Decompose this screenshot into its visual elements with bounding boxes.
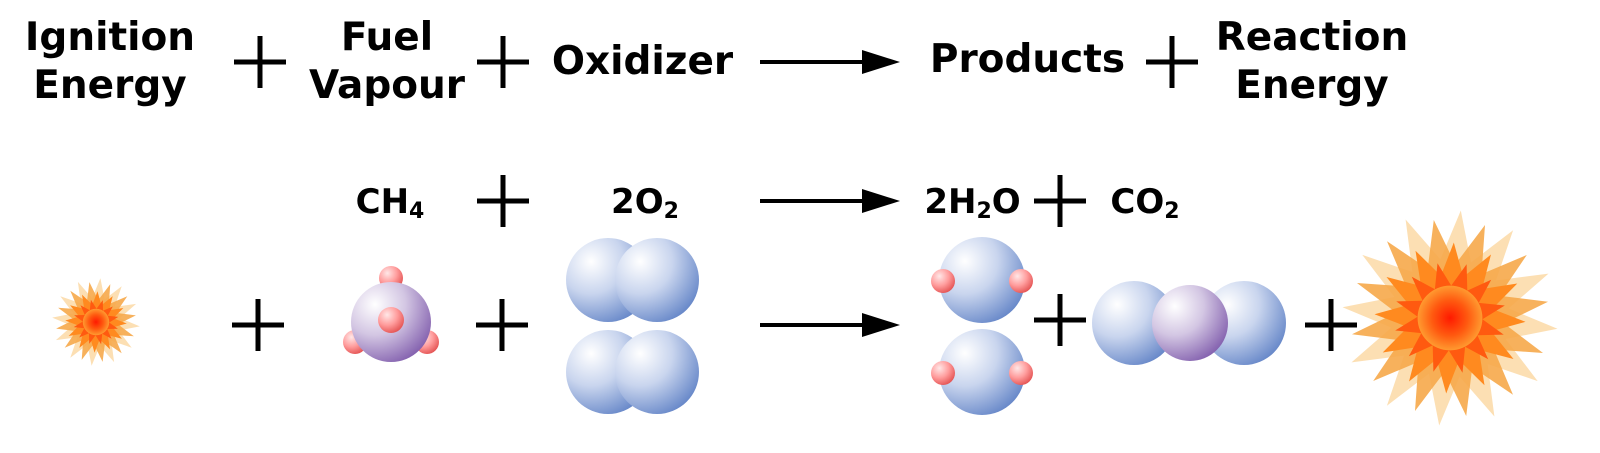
water-coefficient: 2 xyxy=(924,182,948,222)
ignition-energy-line2: Energy xyxy=(33,62,187,108)
carbon-dioxide-symbol: CO xyxy=(1110,182,1165,222)
water-symbol-o: O xyxy=(991,182,1021,222)
ignition-spark-icon xyxy=(52,278,140,366)
plus-sign-methane-oxygen-molecules xyxy=(476,299,528,351)
water-symbol-h: H xyxy=(947,182,977,222)
reaction-arrow-molecules xyxy=(760,313,900,337)
reaction-arrow-formulas xyxy=(760,189,900,213)
oxidizer-label: Oxidizer xyxy=(551,39,734,84)
fuel-vapour-line1: Fuel xyxy=(340,15,434,60)
water-molecule-top-icon xyxy=(931,237,1033,323)
methane-molecule-icon xyxy=(343,266,439,362)
carbon-dioxide-subscript: 2 xyxy=(1164,199,1180,224)
plus-sign-spark-methane xyxy=(232,299,284,351)
methane-symbol: CH xyxy=(355,182,410,222)
burst-core xyxy=(82,308,110,336)
reaction-energy-label: Reaction Energy xyxy=(1206,14,1418,109)
water-subscript: 2 xyxy=(976,199,992,224)
oxygen-formula: 2O2 xyxy=(585,182,705,226)
plus-sign-products-energy xyxy=(1146,36,1198,88)
plus-sign-methane-oxygen xyxy=(477,175,529,227)
reaction-arrow-words xyxy=(760,50,900,74)
methane-subscript: 4 xyxy=(409,199,425,224)
oxygen-subscript: 2 xyxy=(663,199,679,224)
oxygen-coefficient: 2 xyxy=(611,182,635,222)
fuel-vapour-line2: Vapour xyxy=(308,62,466,108)
oxygen-molecule-top-icon xyxy=(566,238,699,322)
fuel-vapour-label: Fuel Vapour xyxy=(300,14,474,109)
plus-sign-fuel-oxidizer xyxy=(477,36,529,88)
plus-sign-ignition-fuel xyxy=(234,36,286,88)
burst-core xyxy=(1417,285,1483,351)
methane-hydrogen-front xyxy=(378,307,404,333)
methane-formula: CH4 xyxy=(330,182,450,226)
oxygen-symbol: O xyxy=(634,182,664,222)
reaction-energy-line1: Reaction xyxy=(1215,15,1409,60)
ignition-energy-label: Ignition Energy xyxy=(18,14,202,109)
carbon-dioxide-molecule-icon xyxy=(1092,281,1286,365)
water-formula: 2H2O xyxy=(905,182,1040,226)
oxygen-molecule-bottom-icon xyxy=(566,330,699,414)
plus-sign-water-co2-molecules xyxy=(1034,294,1086,346)
reaction-energy-burst-icon xyxy=(1342,210,1558,426)
products-label: Products xyxy=(929,37,1126,82)
plus-sign-water-co2 xyxy=(1034,175,1086,227)
carbon-dioxide-formula: CO2 xyxy=(1090,182,1200,226)
reaction-energy-line2: Energy xyxy=(1235,62,1389,108)
plus-sign-co2-energy-molecules xyxy=(1305,299,1357,351)
water-molecule-bottom-icon xyxy=(931,329,1033,415)
ignition-energy-line1: Ignition xyxy=(24,15,196,60)
